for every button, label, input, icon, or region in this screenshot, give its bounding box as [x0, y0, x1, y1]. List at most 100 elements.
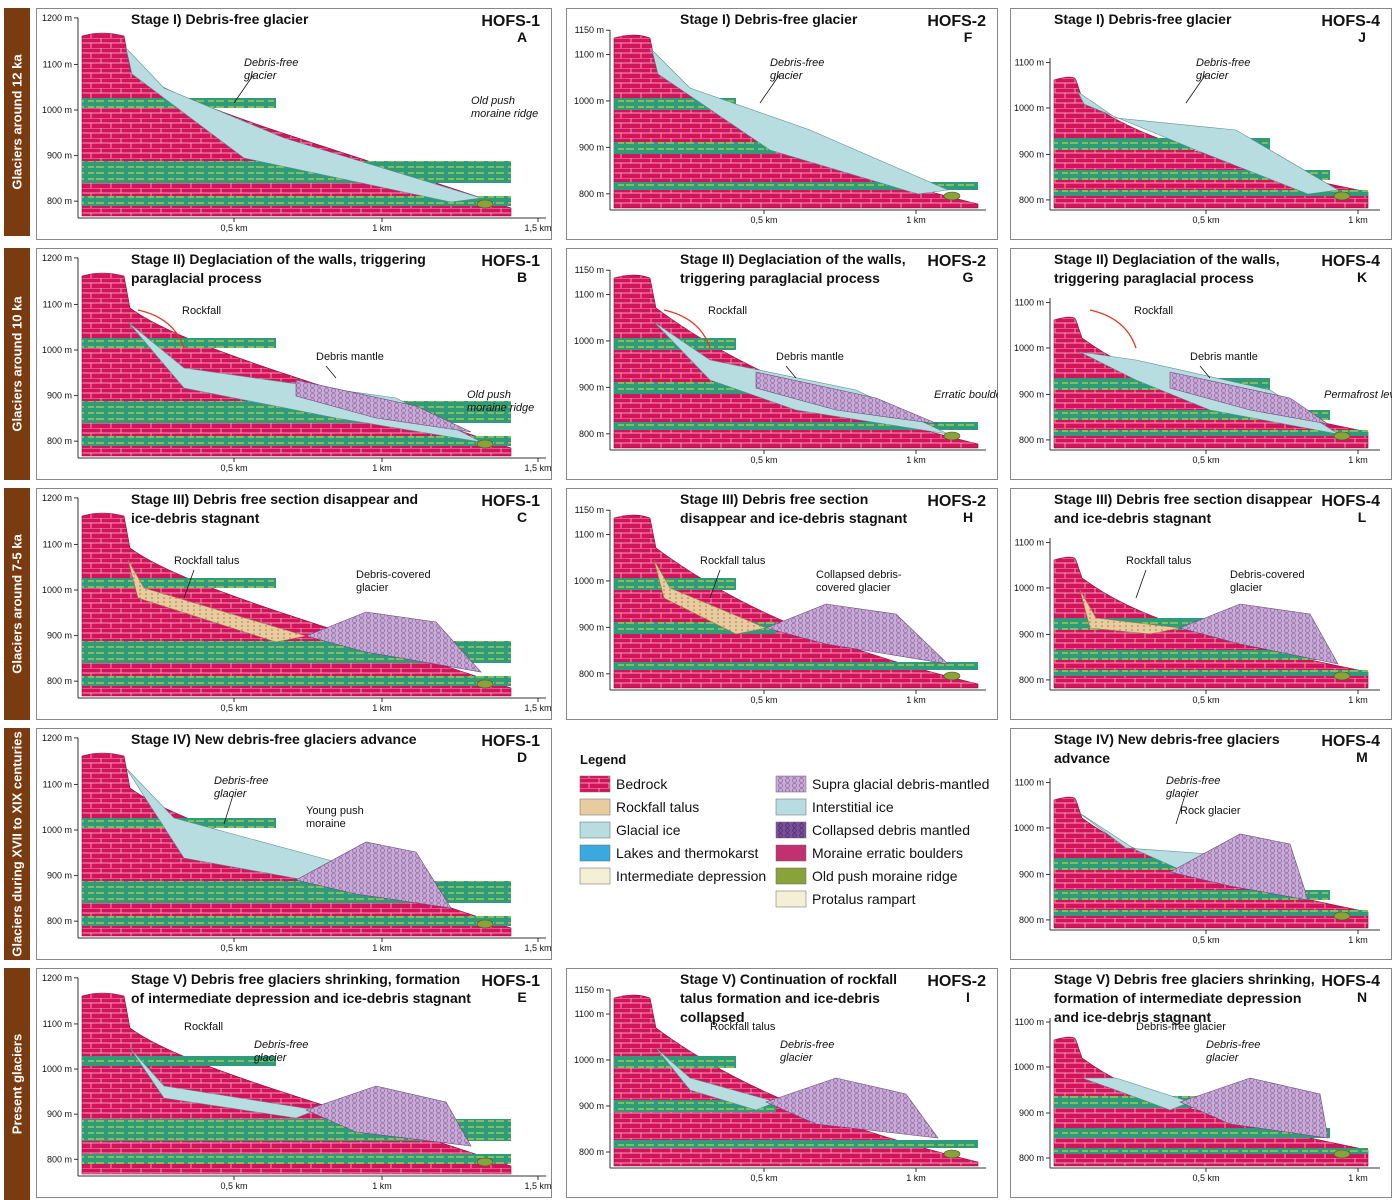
glacial-ice [651, 49, 950, 195]
debris-covered-glacier [765, 603, 949, 665]
site-label: HOFS-2 [927, 253, 986, 270]
young-push-moraine [295, 841, 452, 909]
leader-line [325, 365, 337, 379]
site-label: HOFS-4 [1321, 973, 1380, 990]
green-stratum [82, 338, 276, 348]
green-stratum [82, 916, 511, 926]
green-stratum [1054, 410, 1330, 420]
x-tick-label: 1,5 km [524, 1181, 551, 1191]
green-stratum [82, 1131, 511, 1141]
x-tick-label: 0,5 km [750, 1173, 777, 1183]
legend-swatch-talus [579, 798, 611, 816]
glacial-ice [125, 46, 482, 203]
panel-title: triggering paraglacial process [1054, 270, 1254, 286]
annotation-label: Debris-free [244, 57, 298, 69]
push-moraine-mark [943, 1149, 961, 1159]
panel-letter: N [1357, 989, 1367, 1005]
green-stratum [82, 196, 511, 206]
y-tick-label: 800 m [1019, 915, 1044, 925]
annotation-label: Debris-free [1166, 775, 1220, 787]
x-tick-label: 1 km [906, 455, 926, 465]
x-tick-label: 1 km [1348, 215, 1368, 225]
y-tick-label: 800 m [579, 189, 604, 199]
legend-swatch-intermediate [579, 867, 611, 885]
legend-swatch-lake [579, 844, 611, 862]
panel-title: Stage III) Debris free section disappear… [131, 491, 418, 507]
annotation-label: Debris-covered [356, 569, 431, 581]
panel-letter: F [964, 29, 973, 45]
leader-line [709, 569, 721, 599]
site-label: HOFS-1 [481, 493, 540, 510]
green-stratum [614, 578, 736, 590]
legend-swatch-intermediate [775, 890, 807, 908]
y-tick-label: 900 m [1019, 869, 1044, 879]
x-tick-label: 0,5 km [750, 215, 777, 225]
legend-swatch-ice [579, 821, 611, 839]
panel-letter: L [1358, 509, 1367, 525]
annotation-label: Collapsed debris- [816, 569, 902, 581]
push-moraine-mark [476, 199, 494, 209]
x-tick-label: 1 km [906, 215, 926, 225]
annotation-label: glacier [1166, 788, 1200, 800]
annotation-label: Erratic boulders [934, 389, 998, 401]
x-tick-label: 0,5 km [750, 695, 777, 705]
green-stratum [614, 422, 978, 430]
site-label: HOFS-4 [1321, 733, 1380, 750]
panel-title: talus formation and ice-debris [680, 990, 880, 1006]
annotation-label: Debris-free [770, 57, 824, 69]
leader-line [1175, 791, 1187, 825]
x-tick-label: 1 km [1348, 455, 1368, 465]
y-tick-label: 800 m [1019, 675, 1044, 685]
annotation-label: moraine ridge [471, 108, 538, 120]
annotation-label: glacier [770, 70, 804, 82]
y-tick-label: 800 m [1019, 195, 1044, 205]
leader-line [1185, 73, 1207, 104]
y-tick-label: 800 m [47, 916, 72, 926]
y-tick-label: 900 m [1019, 149, 1044, 159]
green-stratum [82, 653, 511, 663]
panel-title: Stage III) Debris free section disappear [1054, 491, 1313, 507]
leader-line [1135, 569, 1147, 599]
y-tick-label: 1100 m [43, 299, 72, 309]
site-label: HOFS-4 [1321, 13, 1380, 30]
push-moraine-mark [1333, 671, 1351, 681]
annotation-label: glacier [214, 788, 248, 800]
push-moraine-mark [943, 671, 961, 681]
green-stratum [614, 1140, 978, 1148]
y-tick-label: 1100 m [43, 59, 72, 69]
row-label-present: Present glaciers [4, 968, 30, 1200]
y-tick-label: 1150 m [575, 985, 604, 995]
panel-title: disappear and ice-debris stagnant [680, 510, 908, 526]
green-stratum [82, 578, 276, 588]
annotation-label: Debris mantle [776, 351, 844, 363]
annotation-label: Debris mantle [316, 351, 384, 363]
annotation-label: Debris-free [1196, 57, 1250, 69]
panel-letter: I [966, 989, 970, 1005]
y-tick-label: 900 m [579, 142, 604, 152]
y-tick-label: 1200 m [42, 973, 72, 983]
legend-label: Intermediate depression [616, 868, 766, 884]
y-tick-label: 1100 m [1015, 58, 1044, 68]
y-tick-label: 1000 m [574, 336, 604, 346]
y-tick-label: 900 m [1019, 389, 1044, 399]
panel-title: Stage II) Deglaciation of the walls, [680, 251, 906, 267]
y-tick-label: 900 m [1019, 629, 1044, 639]
row-label-xvii-xix: Glaciers during XVII to XIX centuries [4, 728, 30, 960]
panel-letter: A [517, 29, 527, 45]
push-moraine-mark [1333, 191, 1351, 201]
glacial-ice [129, 1047, 318, 1119]
green-stratum [614, 1056, 736, 1068]
x-tick-label: 0,5 km [1192, 695, 1219, 705]
x-tick-label: 0,5 km [1192, 1173, 1219, 1183]
green-stratum [1054, 430, 1368, 436]
legend-swatch-bedrock [579, 775, 611, 793]
y-tick-label: 1000 m [1014, 103, 1044, 113]
panel-title: triggering paraglacial process [680, 270, 880, 286]
debris-covered-glacier [305, 611, 482, 673]
rockfall-talus [653, 559, 768, 635]
